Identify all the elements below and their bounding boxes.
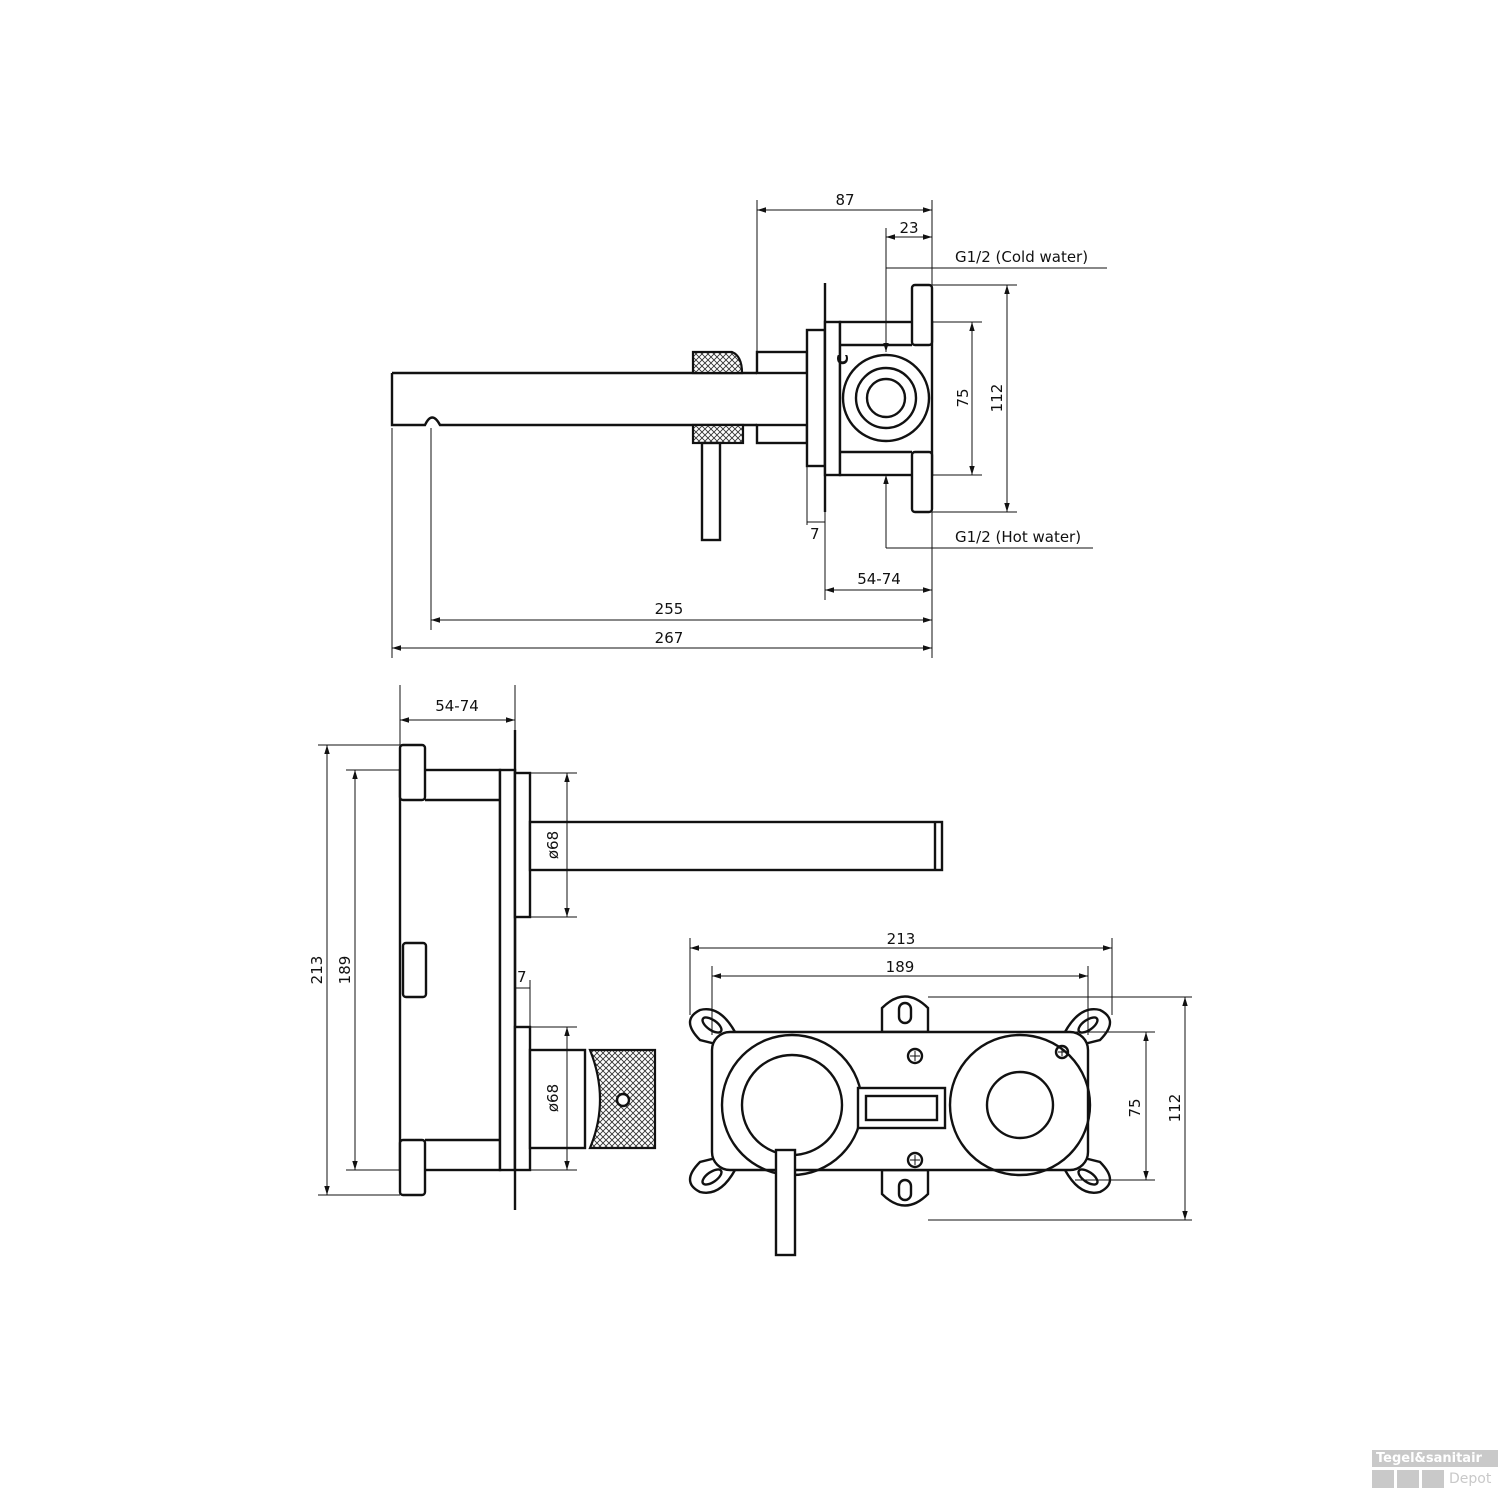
hot-water-label: G1/2 (Hot water) (955, 528, 1081, 546)
dimension-lines (391, 200, 1107, 658)
ear-bottom (910, 450, 934, 514)
spout-rosette (513, 771, 532, 919)
ear-bottom (398, 1138, 427, 1197)
dim-7: 7 (517, 968, 527, 986)
mounting-ears (688, 995, 1112, 1207)
center-slot-inner (864, 1094, 939, 1122)
box-flange (823, 320, 842, 477)
cold-marker: C (834, 354, 852, 365)
lever (774, 1148, 797, 1257)
dim-87: 87 (835, 191, 854, 209)
handle-screw (615, 1092, 631, 1108)
dim-75: 75 (954, 388, 972, 407)
watermark-logo: Tegel&sanitair Depot (1372, 1450, 1498, 1488)
handle-body (528, 1048, 587, 1150)
dim-75: 75 (1126, 1098, 1144, 1117)
dim-189: 189 (336, 956, 354, 985)
dim-112: 112 (1166, 1094, 1184, 1123)
dim-23: 23 (899, 219, 918, 237)
valve-ring-mid (854, 366, 918, 430)
dim-213: 213 (887, 930, 916, 948)
dim-wall-thickness: 54-74 (857, 570, 901, 588)
ear-top (398, 743, 427, 802)
dim-112: 112 (988, 384, 1006, 413)
body-collar-top (755, 350, 809, 375)
lever (700, 441, 722, 542)
center-slot (856, 1086, 947, 1130)
dim-255: 255 (655, 600, 684, 618)
dim-213: 213 (308, 956, 326, 985)
drop-icon (1372, 1470, 1394, 1488)
handle-rosette (513, 1025, 532, 1172)
dimension-lines (689, 938, 1192, 1221)
dim-diameter-spout: ø68 (544, 831, 562, 859)
body-collar-bottom (755, 423, 809, 445)
screw-icons (906, 1044, 1070, 1169)
box-window (401, 941, 428, 999)
cold-water-label: G1/2 (Cold water) (955, 248, 1088, 266)
watermark-brand: Tegel&sanitair (1372, 1450, 1498, 1467)
spout-outlet (985, 1070, 1055, 1140)
dimension-lines (318, 685, 577, 1196)
logo-square (1422, 1470, 1444, 1488)
dim-diameter-handle: ø68 (544, 1084, 562, 1112)
top-view: C 87 23 G1/ (390, 191, 1107, 658)
spout (390, 371, 757, 427)
ear-top (910, 283, 934, 347)
spout-rosette (948, 1033, 1092, 1177)
valve-ring-inner (865, 377, 907, 419)
logo-square (1397, 1470, 1419, 1488)
knurled-collar-bottom (691, 423, 745, 445)
cover-plate (805, 328, 827, 468)
watermark-sub: Depot (1449, 1471, 1492, 1487)
dim-267: 267 (655, 629, 684, 647)
cover-plate (498, 768, 517, 1172)
front-view: 213 189 75 112 (688, 930, 1192, 1257)
knurled-collar-top (691, 350, 744, 375)
spout (528, 820, 944, 872)
dim-7: 7 (810, 525, 820, 543)
side-view: 54-74 213 189 ø68 ø68 7 (308, 685, 944, 1210)
dim-189: 189 (886, 958, 915, 976)
dim-wall-thickness: 54-74 (435, 697, 479, 715)
valve-ring-outer (841, 353, 931, 443)
